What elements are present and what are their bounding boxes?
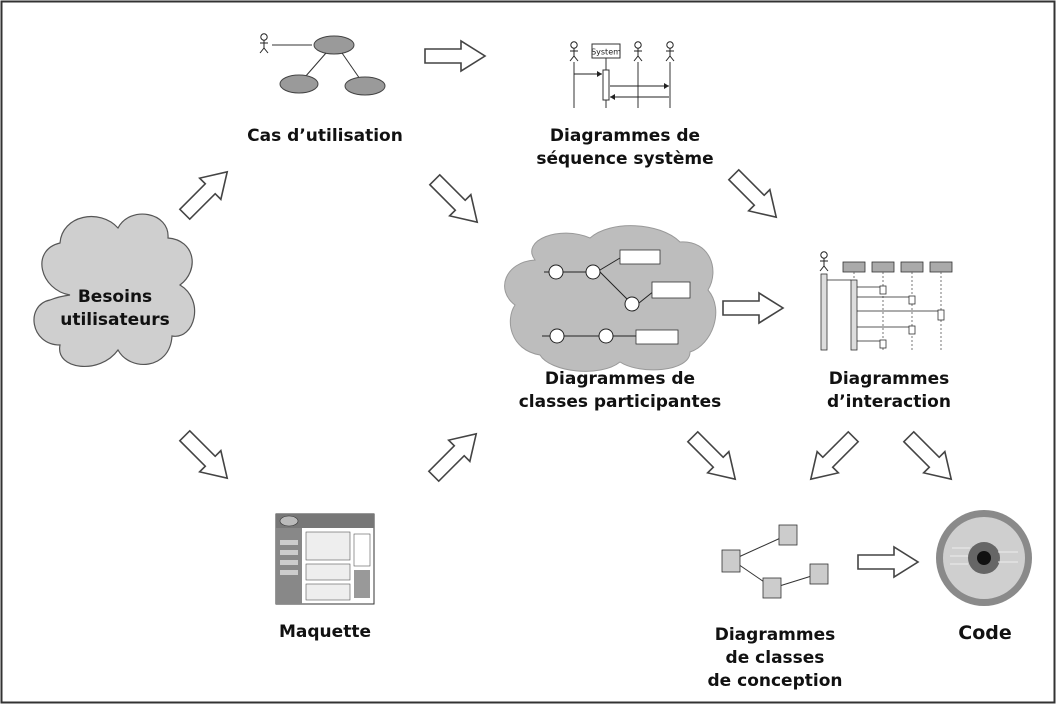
arrow-cas-to-dss [424, 40, 486, 72]
interaction-label: Diagrammes d’interaction [800, 368, 978, 414]
arrow-dcp-to-dint [722, 292, 784, 324]
arrow-maquette-to-dcp [422, 422, 488, 488]
arrow-dint-to-code [897, 425, 963, 491]
dcc-label-line-3: de conception [707, 671, 843, 691]
code-label-line-1: Code [958, 622, 1012, 644]
code-label: Code [935, 622, 1035, 645]
arrow-besoins-to-maquette [173, 424, 239, 490]
dcp-label-line-2: classes participantes [518, 392, 722, 412]
design-classes-icon [721, 524, 829, 599]
besoins-label-line-1: Besoins [77, 287, 153, 307]
dcp-label-line-1: Diagrammes de [544, 369, 696, 389]
system-sequence-diagram-icon: System [569, 41, 675, 108]
cas-label-line-1: Cas d’utilisation [247, 126, 403, 146]
dcc-label: Diagrammes de classes de conception [690, 624, 860, 693]
use-case-icon [259, 33, 386, 96]
dint-label-line-2: d’interaction [827, 392, 951, 412]
system-box-label: System [591, 48, 621, 57]
arrow-dcc-to-code [857, 546, 919, 578]
arrow-besoins-to-cas [173, 160, 239, 226]
dss-label-line-1: Diagrammes de [549, 126, 701, 146]
participant-classes-icon [504, 225, 717, 372]
dss-label: Diagrammes de séquence système [525, 125, 725, 171]
arrow-dint-to-dcc [799, 425, 865, 491]
cas-utilisation-label: Cas d’utilisation [230, 125, 420, 148]
dcp-label: Diagrammes de classes participantes [510, 368, 730, 414]
maquette-label: Maquette [250, 621, 400, 644]
dint-label-line-1: Diagrammes [828, 369, 950, 389]
maquette-label-line-1: Maquette [279, 622, 371, 642]
code-disc-icon [936, 510, 1032, 606]
dcc-label-line-2: de classes [725, 648, 825, 668]
interaction-diagram-icon [819, 251, 953, 352]
dcc-label-line-1: Diagrammes [714, 625, 836, 645]
mockup-icon [275, 513, 375, 605]
arrow-dcp-to-dcc [681, 425, 747, 491]
besoins-label: Besoins utilisateurs [40, 286, 190, 332]
dss-label-line-2: séquence système [536, 149, 714, 169]
arrow-cas-to-dcp [423, 168, 489, 234]
besoins-label-line-2: utilisateurs [60, 310, 170, 330]
besoins-cloud-icon [33, 213, 196, 368]
arrow-dss-to-dint [722, 163, 788, 229]
